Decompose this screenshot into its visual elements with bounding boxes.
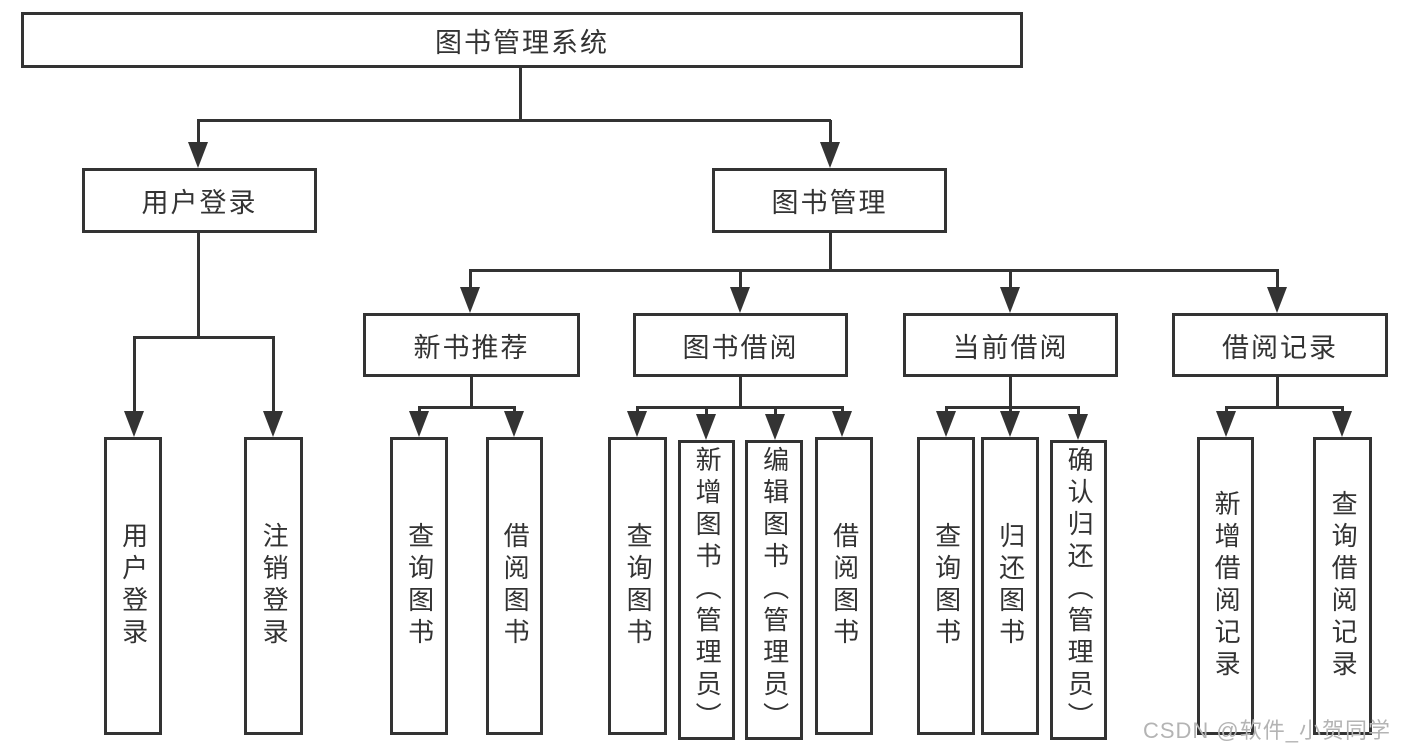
connector-vline <box>739 377 742 409</box>
connector-drop-line <box>272 337 275 417</box>
node-user-login-label: 用户登录 <box>141 188 258 218</box>
connector-vline <box>519 68 522 122</box>
arrowhead-down-icon <box>765 414 785 440</box>
leaf-edit-book-admin: 编辑图书（管理员） <box>745 440 803 740</box>
connector-drop-line <box>774 407 777 420</box>
connector-vline <box>1276 377 1279 409</box>
leaf-add-borrow-record-label: 新增借阅记录 <box>1211 490 1242 682</box>
connector-drop-line <box>829 120 832 148</box>
arrowhead-down-icon <box>1068 414 1088 440</box>
connector-drop-line <box>197 120 200 148</box>
node-book-borrowing-label: 图书借阅 <box>682 332 799 363</box>
node-root-system: 图书管理系统 <box>21 12 1023 68</box>
leaf-borrow-books-2: 借阅图书 <box>815 437 873 735</box>
node-root-system-label: 图书管理系统 <box>435 27 609 58</box>
node-book-management: 图书管理 <box>712 168 947 233</box>
leaf-add-book-admin: 新增图书（管理员） <box>678 440 735 740</box>
connector-drop-line <box>705 407 708 420</box>
node-user-login: 用户登录 <box>82 168 317 233</box>
arrowhead-down-icon <box>1267 287 1287 313</box>
connector-vline <box>197 233 200 339</box>
csdn-watermark: CSDN @软件_小贺同学 <box>1142 718 1391 743</box>
connector-drop-line <box>133 337 136 417</box>
leaf-query-books-2-label: 查询图书 <box>623 522 654 650</box>
leaf-logout-label: 注销登录 <box>259 522 290 650</box>
arrowhead-down-icon <box>696 414 716 440</box>
arrowhead-down-icon <box>730 287 750 313</box>
connector-drop-line <box>1077 407 1080 420</box>
leaf-add-borrow-record: 新增借阅记录 <box>1197 437 1254 735</box>
leaf-query-borrow-record-label: 查询借阅记录 <box>1328 490 1359 682</box>
leaf-confirm-return-admin: 确认归还（管理员） <box>1050 440 1107 740</box>
arrowhead-down-icon <box>409 411 429 437</box>
leaf-add-book-admin-label: 新增图书（管理员） <box>692 446 723 734</box>
arrowhead-down-icon <box>504 411 524 437</box>
leaf-query-books-1-label: 查询图书 <box>404 522 435 650</box>
node-current-borrowing: 当前借阅 <box>903 313 1118 377</box>
connector-vline <box>470 377 473 409</box>
leaf-query-books-1: 查询图书 <box>390 437 448 735</box>
connector-drop-line <box>469 270 472 293</box>
node-book-management-label: 图书管理 <box>771 188 888 218</box>
connector-hline <box>1225 406 1344 409</box>
leaf-confirm-return-admin-label: 确认归还（管理员） <box>1064 446 1095 734</box>
node-new-book-recommend-label: 新书推荐 <box>413 332 530 363</box>
arrowhead-down-icon <box>1000 411 1020 437</box>
leaf-borrow-books-1: 借阅图书 <box>486 437 543 735</box>
connector-hline <box>418 406 516 409</box>
node-borrowing-records-label: 借阅记录 <box>1222 332 1338 363</box>
arrowhead-down-icon <box>124 411 144 437</box>
arrowhead-down-icon <box>627 411 647 437</box>
leaf-user-login: 用户登录 <box>104 437 162 735</box>
connector-drop-line <box>1276 270 1279 293</box>
connector-hline <box>469 269 1279 272</box>
arrowhead-down-icon <box>832 411 852 437</box>
node-current-borrowing-label: 当前借阅 <box>952 332 1069 363</box>
leaf-query-borrow-record: 查询借阅记录 <box>1313 437 1372 735</box>
arrowhead-down-icon <box>1332 411 1352 437</box>
arrowhead-down-icon <box>820 142 840 168</box>
connector-vline <box>829 233 832 272</box>
leaf-query-books-3-label: 查询图书 <box>931 522 962 650</box>
arrowhead-down-icon <box>936 411 956 437</box>
node-borrowing-records: 借阅记录 <box>1172 313 1388 377</box>
arrowhead-down-icon <box>460 287 480 313</box>
connector-hline <box>945 406 1080 409</box>
leaf-query-books-2: 查询图书 <box>608 437 667 735</box>
connector-hline <box>133 336 275 339</box>
connector-drop-line <box>739 270 742 293</box>
leaf-return-books-label: 归还图书 <box>995 522 1026 650</box>
arrowhead-down-icon <box>1216 411 1236 437</box>
connector-hline <box>636 406 844 409</box>
connector-vline <box>1009 377 1012 409</box>
leaf-logout: 注销登录 <box>244 437 303 735</box>
leaf-return-books: 归还图书 <box>981 437 1039 735</box>
leaf-user-login-label: 用户登录 <box>118 522 149 650</box>
leaf-edit-book-admin-label: 编辑图书（管理员） <box>759 446 790 734</box>
node-new-book-recommend: 新书推荐 <box>363 313 580 377</box>
arrowhead-down-icon <box>188 142 208 168</box>
node-book-borrowing: 图书借阅 <box>633 313 848 377</box>
leaf-borrow-books-1-label: 借阅图书 <box>500 522 531 650</box>
leaf-borrow-books-2-label: 借阅图书 <box>829 522 860 650</box>
arrowhead-down-icon <box>1000 287 1020 313</box>
connector-drop-line <box>1009 270 1012 293</box>
leaf-query-books-3: 查询图书 <box>917 437 975 735</box>
connector-hline <box>197 119 831 122</box>
arrowhead-down-icon <box>263 411 283 437</box>
